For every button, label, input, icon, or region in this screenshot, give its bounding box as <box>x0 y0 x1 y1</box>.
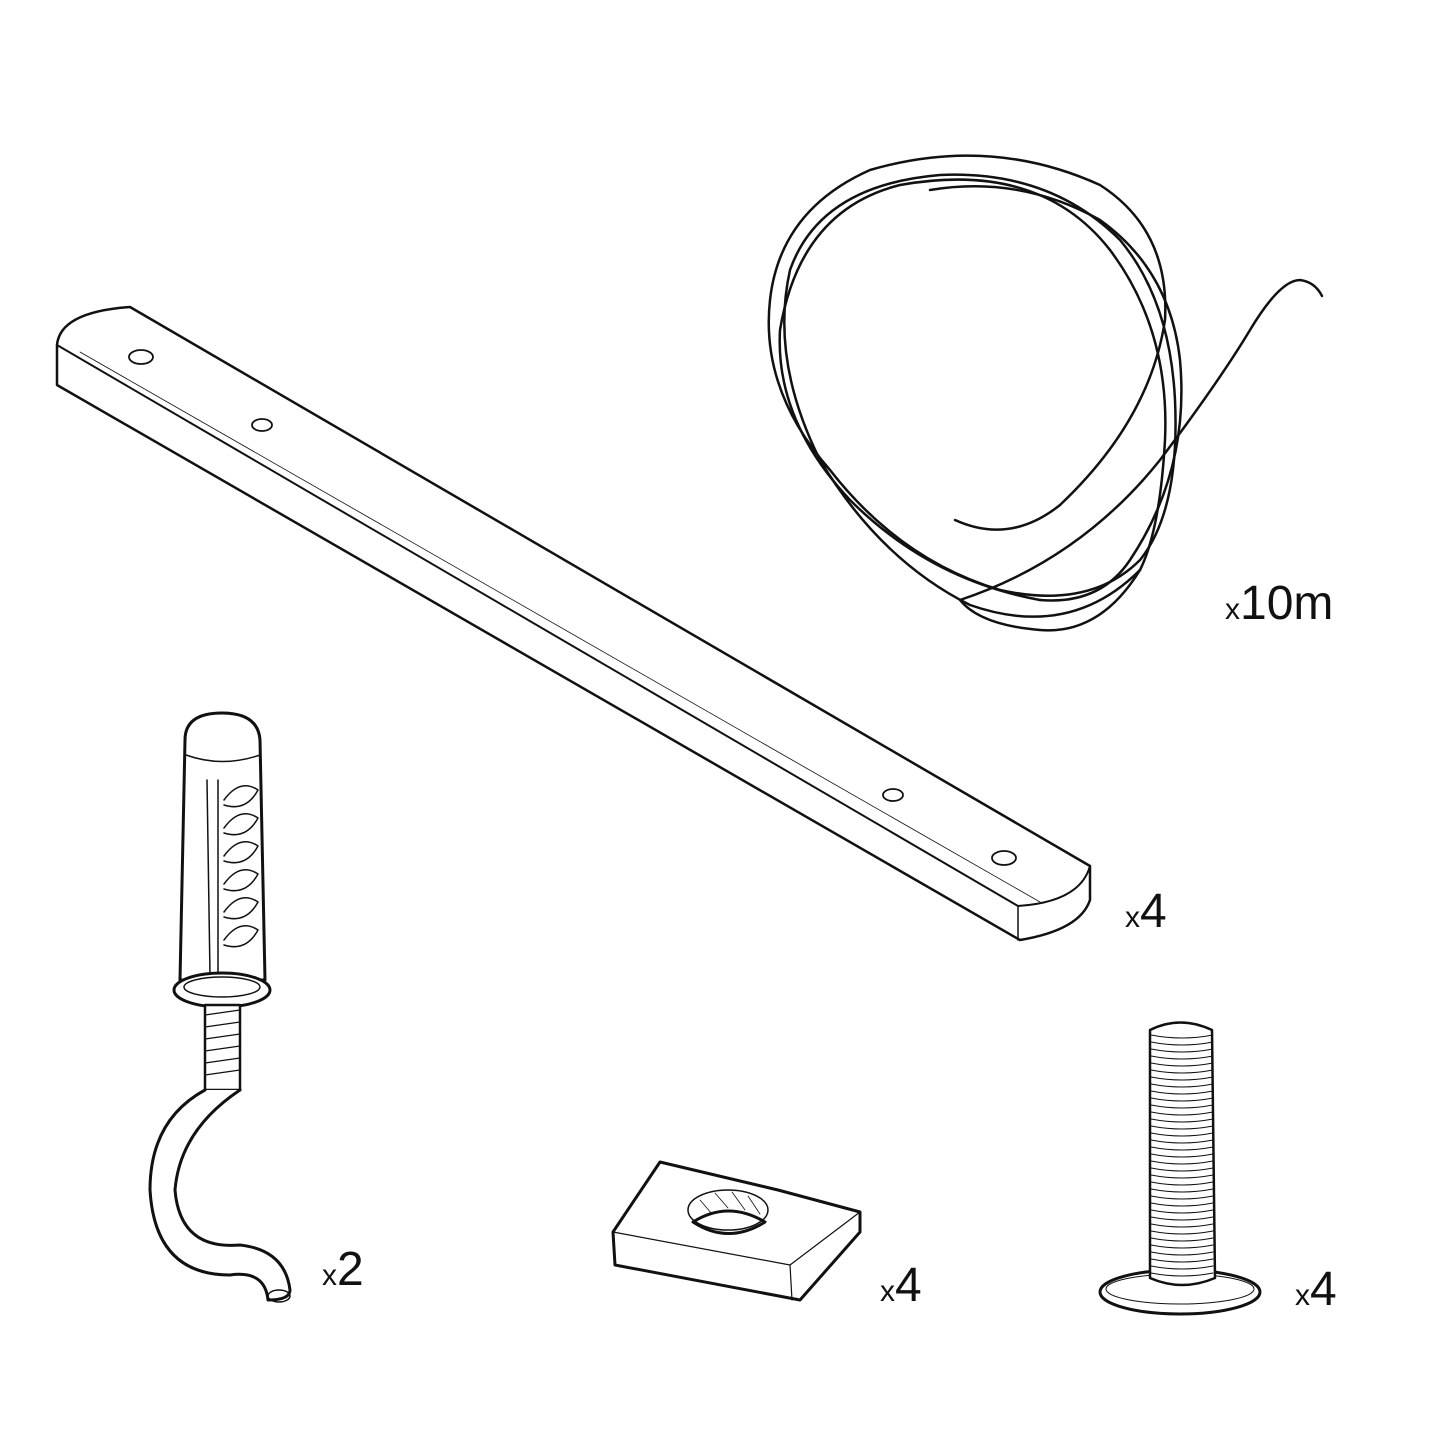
square-nut-icon <box>611 1160 862 1302</box>
bolt-thread-line <box>1150 1104 1214 1109</box>
quantity-prefix: x <box>1125 901 1140 934</box>
wall-plug-hook-icon <box>148 711 292 1303</box>
bolt-thread-line <box>1150 1097 1214 1102</box>
bolt-thread-line <box>1150 1146 1214 1151</box>
bolt-thread-line <box>1150 1202 1214 1207</box>
bolt-thread-line <box>1150 1244 1214 1249</box>
bolt-thread-line <box>1150 1216 1214 1221</box>
quantity-value: 2 <box>337 1243 364 1296</box>
quantity-value: 4 <box>1140 885 1167 938</box>
bolt-thread-line <box>1150 1181 1214 1186</box>
bolt-thread-line <box>1150 1265 1214 1270</box>
bolt-thread-line <box>1150 1160 1214 1165</box>
quantity-prefix: x <box>1225 593 1240 626</box>
bolt-thread-line <box>1150 1223 1214 1228</box>
bolt-thread-line <box>1150 1251 1214 1256</box>
bolt-thread-line <box>1150 1230 1214 1235</box>
quantity-label-wire: x10m <box>1225 580 1333 628</box>
bolt-thread-line <box>1150 1062 1214 1067</box>
bolt-thread-line <box>1150 1118 1214 1123</box>
bolt-thread-line <box>1150 1258 1214 1263</box>
bolt-thread-line <box>1150 1209 1214 1214</box>
wire-coil-icon <box>767 154 1324 632</box>
bolt-thread-line <box>1150 1041 1214 1046</box>
bolt-thread-line <box>1150 1076 1214 1081</box>
bolt-thread-line <box>1150 1174 1214 1179</box>
quantity-label-flat-bar: x4 <box>1125 888 1167 936</box>
quantity-value: 10m <box>1240 577 1334 630</box>
quantity-value: 4 <box>895 1259 922 1312</box>
quantity-value: 4 <box>1310 1263 1337 1316</box>
perforated-flat-bar-icon <box>55 305 1092 942</box>
bolt-thread-line <box>1150 1139 1214 1144</box>
quantity-prefix: x <box>880 1275 895 1308</box>
bolt-thread-line <box>1150 1111 1214 1116</box>
bolt-thread-line <box>1150 1167 1214 1172</box>
bolt-thread-line <box>1150 1055 1214 1060</box>
bolt-thread-line <box>1150 1083 1214 1088</box>
bolt-thread-line <box>1150 1034 1214 1039</box>
bolt-thread-line <box>1150 1188 1214 1193</box>
bolt-thread-line <box>1150 1153 1214 1158</box>
quantity-label-bolt: x4 <box>1295 1266 1337 1314</box>
bolt-thread-line <box>1150 1272 1214 1277</box>
quantity-prefix: x <box>322 1259 337 1292</box>
bolt-thread-line <box>1150 1069 1214 1074</box>
bolt-thread-line <box>1150 1195 1214 1200</box>
bolt-thread-line <box>1150 1090 1214 1095</box>
quantity-label-hook-anchor: x2 <box>322 1246 364 1294</box>
quantity-prefix: x <box>1295 1279 1310 1312</box>
quantity-label-square-nut: x4 <box>880 1262 922 1310</box>
bolt-icon <box>1098 1021 1262 1316</box>
bolt-thread-line <box>1150 1048 1214 1053</box>
bolt-thread-line <box>1150 1125 1214 1130</box>
bolt-thread-line <box>1150 1132 1214 1137</box>
bolt-thread-line <box>1150 1237 1214 1242</box>
